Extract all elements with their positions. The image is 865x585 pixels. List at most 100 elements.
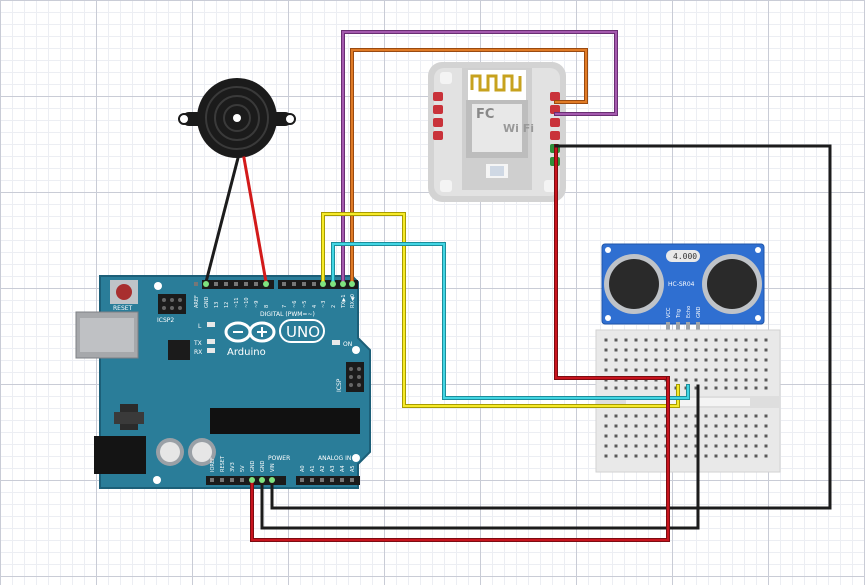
breadboard-hole [734,338,738,342]
breadboard-hole [764,414,768,418]
breadboard-hole [654,368,658,372]
header-pin [194,282,198,286]
on-label: ON [343,341,352,348]
breadboard-hole [744,386,748,390]
header-pin [310,478,314,482]
breadboard-hole [654,444,658,448]
breadboard-hole [704,454,708,458]
breadboard-hole [614,414,618,418]
breadboard-hole [724,414,728,418]
breadboard-hole [644,414,648,418]
breadboard-hole [704,434,708,438]
sensor-crystal: 4.000 [673,252,697,261]
breadboard-hole [674,454,678,458]
analog-pin-label: A5 [350,465,356,472]
mini-breadboard [595,329,781,473]
breadboard-hole [754,444,758,448]
breadboard-hole [654,386,658,390]
breadboard-hole [764,338,768,342]
breadboard-hole [634,414,638,418]
breadboard-hole [674,348,678,352]
breadboard-hole [604,368,608,372]
header-pin [240,478,244,482]
breadboard-hole [644,454,648,458]
breadboard-hole [654,414,658,418]
digital-pin-label: TX▶1 [341,294,347,309]
header-pin [302,282,306,286]
icsp2-label: ICSP2 [157,317,174,324]
breadboard-hole [744,338,748,342]
digital-pin-label: ~11 [234,297,240,308]
breadboard-hole [754,358,758,362]
breadboard-hole [714,368,718,372]
digital-pin-label: 12 [224,302,230,308]
breadboard-hole [684,454,688,458]
breadboard-hole [674,444,678,448]
piezo-buzzer [178,78,296,158]
breadboard-hole [754,348,758,352]
breadboard-hole [744,358,748,362]
breadboard-hole [754,454,758,458]
breadboard-hole [664,368,668,372]
breadboard-hole [624,338,628,342]
breadboard-hole [604,454,608,458]
breadboard-hole [694,444,698,448]
breadboard-hole [634,434,638,438]
breadboard-hole [684,444,688,448]
breadboard-hole [674,414,678,418]
breadboard-hole [754,386,758,390]
breadboard-hole [614,434,618,438]
header-pin [340,478,344,482]
power-pin-label: GND [260,460,266,472]
breadboard-hole [714,338,718,342]
breadboard-hole [754,434,758,438]
breadboard-hole [764,424,768,428]
breadboard-hole [634,386,638,390]
breadboard-hole [654,338,658,342]
power-pin-label: VIN [270,463,276,472]
power-pin-label: GND [250,460,256,472]
breadboard-hole [684,368,688,372]
breadboard-hole [674,378,678,382]
breadboard-hole [764,444,768,448]
breadboard-hole [714,348,718,352]
breadboard-hole [614,358,618,362]
breadboard-hole [734,358,738,362]
breadboard-hole [754,338,758,342]
board-model: UNO [286,323,320,341]
breadboard-hole [604,444,608,448]
breadboard-hole [644,434,648,438]
breadboard-hole [664,358,668,362]
breadboard-hole [654,348,658,352]
breadboard-hole [734,368,738,372]
breadboard-hole [644,358,648,362]
breadboard-hole [674,338,678,342]
breadboard-hole [714,434,718,438]
breadboard-hole [714,378,718,382]
breadboard-hole [684,338,688,342]
breadboard-hole [614,424,618,428]
header-pin [350,478,354,482]
header-pin [210,478,214,482]
connection-points [203,281,355,483]
wire-buzzer-red [242,156,268,284]
breadboard-hole [624,414,628,418]
header-pin [254,282,258,286]
breadboard-hole [694,414,698,418]
wifi-module: FC Wi Fi [428,62,566,202]
breadboard-hole [654,424,658,428]
breadboard-hole [714,424,718,428]
breadboard-hole [624,348,628,352]
breadboard-hole [714,454,718,458]
breadboard-hole [684,348,688,352]
sensor-pin-label: Trig [676,309,682,319]
breadboard-hole [624,454,628,458]
breadboard-hole [704,386,708,390]
breadboard-hole [624,386,628,390]
digital-pin-label: 8 [264,305,270,308]
fc-mark: FC [476,107,494,122]
breadboard-hole [644,444,648,448]
header-pin [330,478,334,482]
